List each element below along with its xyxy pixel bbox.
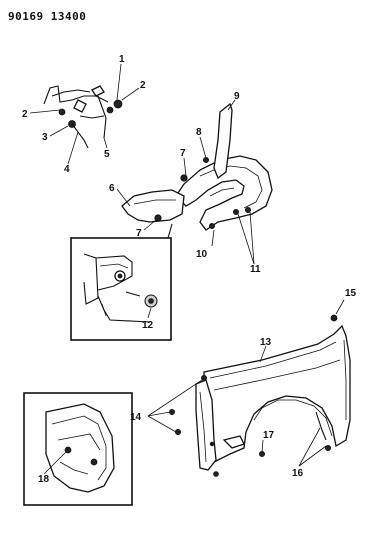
callout-1: 1 [119, 54, 125, 65]
inner-fender-shield [121, 102, 273, 239]
diagram-reference-code: 90169 13400 [8, 10, 87, 23]
inset-detail-fastener [70, 237, 172, 341]
callout-18: 18 [38, 474, 50, 485]
callout-11: 11 [250, 264, 261, 275]
callout-7-upper: 7 [180, 148, 186, 159]
callout-5: 5 [104, 149, 110, 160]
callout-9: 9 [234, 91, 240, 102]
front-fender-panel [168, 314, 351, 477]
callout-14: 14 [130, 412, 142, 423]
callout-10: 10 [196, 249, 208, 260]
latch-linkage-assembly [43, 85, 123, 149]
callout-2-upper: 2 [140, 80, 146, 91]
inset-splash-guard [23, 392, 133, 506]
callout-16: 16 [292, 468, 304, 479]
callout-15: 15 [345, 288, 357, 299]
callout-4: 4 [64, 164, 70, 175]
callout-6: 6 [109, 183, 115, 194]
callout-13: 13 [260, 337, 272, 348]
callout-labels: 1 2 2 3 4 5 6 7 7 8 9 10 11 12 13 14 15 … [22, 54, 357, 485]
callout-8: 8 [196, 127, 202, 138]
callout-17: 17 [263, 430, 275, 441]
callout-2-lower: 2 [22, 109, 28, 120]
leader-lines [29, 63, 345, 475]
callout-7-lower: 7 [136, 228, 142, 239]
callout-12: 12 [142, 320, 154, 331]
callout-3: 3 [42, 132, 48, 143]
